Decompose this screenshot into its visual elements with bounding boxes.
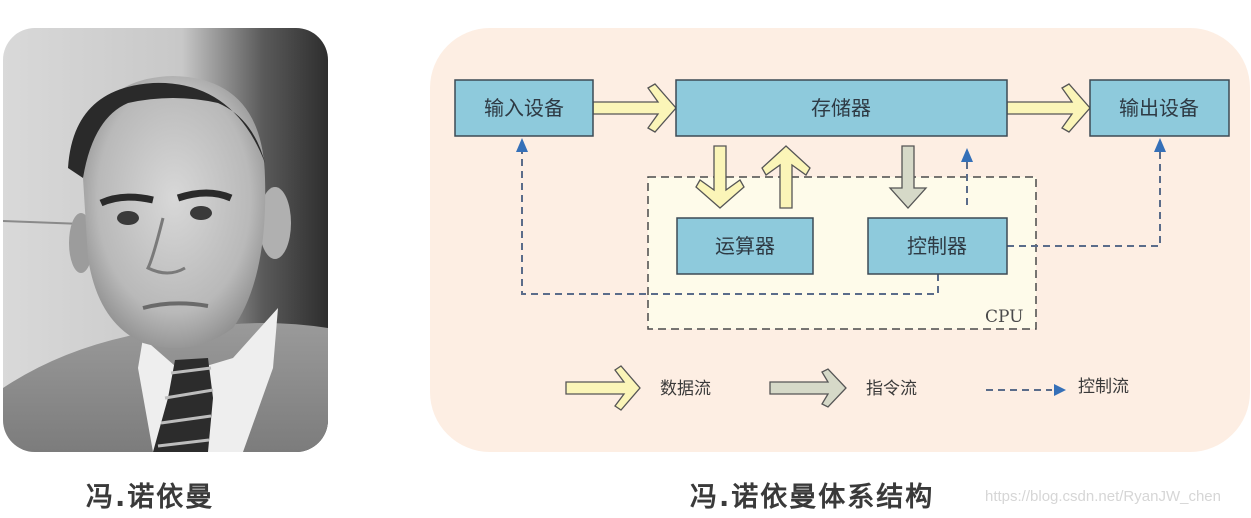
alu-label: 运算器 <box>715 234 775 258</box>
cpu-label: CPU <box>985 307 1023 327</box>
output-device-label: 输出设备 <box>1119 96 1199 120</box>
watermark: https://blog.csdn.net/RyanJW_chen <box>985 488 1221 505</box>
face <box>83 76 266 348</box>
legend-data-flow-icon <box>565 365 641 411</box>
control-line-to-input <box>521 150 939 295</box>
control-line-to-output <box>1007 152 1161 247</box>
data-flow-arrows <box>592 83 1091 209</box>
necktie <box>153 358 213 452</box>
legend-instruction-flow-label: 指令流 <box>866 379 917 399</box>
controller-label: 控制器 <box>907 234 967 258</box>
legend-data-flow-label: 数据流 <box>660 379 711 399</box>
control-arrowhead-output <box>1154 138 1166 152</box>
legend: 数据流 指令流 控制流 <box>565 365 1129 411</box>
legend-instruction-flow-icon <box>769 368 847 408</box>
arrow-memory-to-alu <box>695 145 745 209</box>
input-device-label: 输入设备 <box>484 96 564 120</box>
control-arrowhead-memory <box>961 148 973 162</box>
control-flow-lines <box>521 150 1161 295</box>
portrait-caption: 冯.诺依曼 <box>86 482 215 513</box>
input-device-box <box>454 79 594 137</box>
arrow-memory-to-output <box>1006 83 1091 133</box>
hair <box>68 82 265 178</box>
memory-label: 存储器 <box>811 96 871 120</box>
alu-box <box>676 217 814 275</box>
legend-control-flow-arrowhead <box>1054 384 1066 396</box>
portrait-photo <box>3 28 328 452</box>
arrow-input-to-memory <box>592 83 677 133</box>
control-arrowhead-input <box>516 138 528 152</box>
arrow-alu-to-memory <box>761 145 811 209</box>
arrow-memory-to-controller <box>888 145 928 209</box>
controller-box <box>867 217 1008 275</box>
diagram-caption: 冯.诺依曼体系结构 <box>690 482 935 513</box>
memory-box <box>675 79 1008 137</box>
legend-control-flow-label: 控制流 <box>1078 377 1129 397</box>
output-device-box <box>1089 79 1230 137</box>
